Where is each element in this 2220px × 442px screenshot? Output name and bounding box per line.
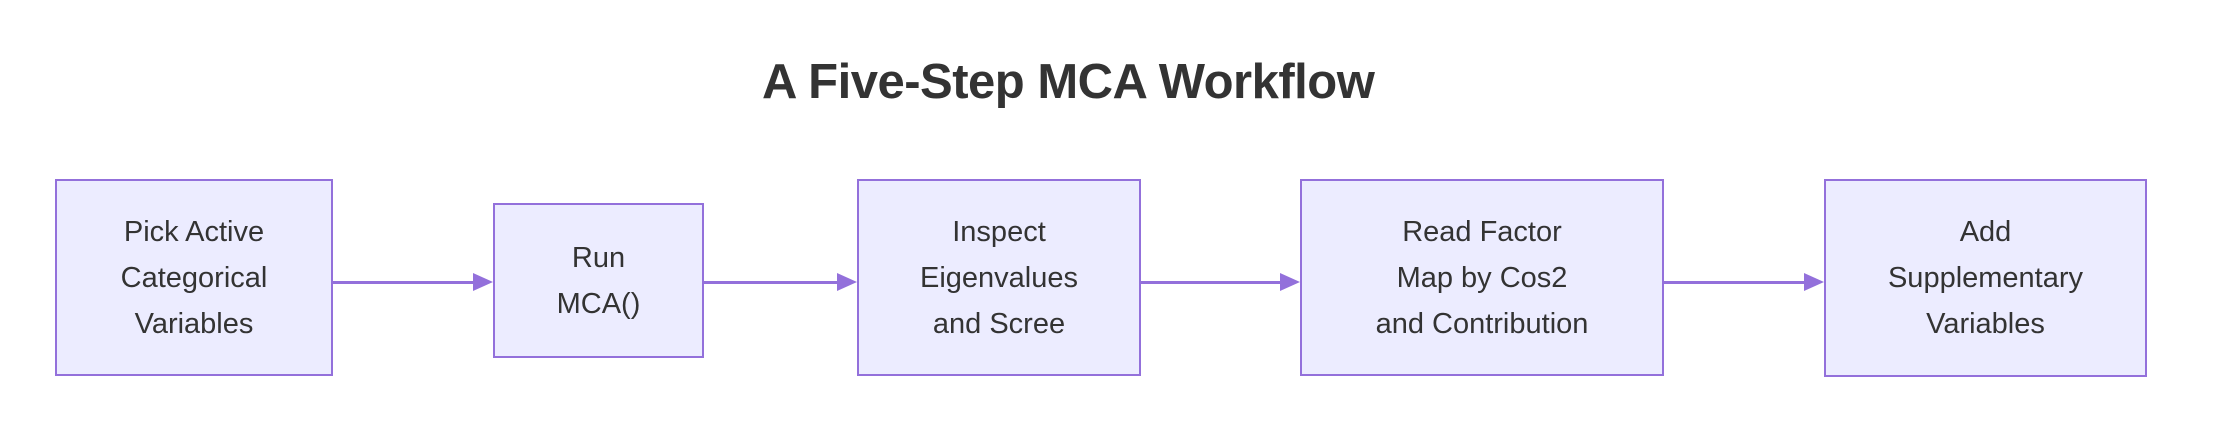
arrowhead-icon [1280,273,1300,291]
arrowhead-icon [837,273,857,291]
node-run-mca: Run MCA() [493,203,704,358]
arrowhead-icon [1804,273,1824,291]
node-add-supplementary-variables: Add Supplementary Variables [1824,179,2147,377]
node-inspect-eigenvalues-and-scree: Inspect Eigenvalues and Scree [857,179,1141,376]
node-label: Add Supplementary Variables [1887,216,2084,340]
edge-step4-to-step5 [1664,273,1824,291]
node-pick-active-categorical-variables: Pick Active Categorical Variables [55,179,333,376]
edge-line [1664,280,1808,284]
node-label: Read Factor Map by Cos2 and Contribution [1375,215,1589,340]
node-label: Run MCA() [556,241,641,320]
edge-line [704,280,841,284]
edge-step2-to-step3 [704,273,857,291]
edge-step3-to-step4 [1141,273,1300,291]
edge-line [333,280,477,284]
edge-step1-to-step2 [333,273,493,291]
edge-line [1141,280,1284,284]
arrowhead-icon [473,273,493,291]
node-read-factor-map-by-cos2-and-contribution: Read Factor Map by Cos2 and Contribution [1300,179,1664,376]
node-label: Inspect Eigenvalues and Scree [920,215,1078,340]
node-label: Pick Active Categorical Variables [120,215,268,340]
diagram-title: A Five-Step MCA Workflow [762,55,1375,109]
